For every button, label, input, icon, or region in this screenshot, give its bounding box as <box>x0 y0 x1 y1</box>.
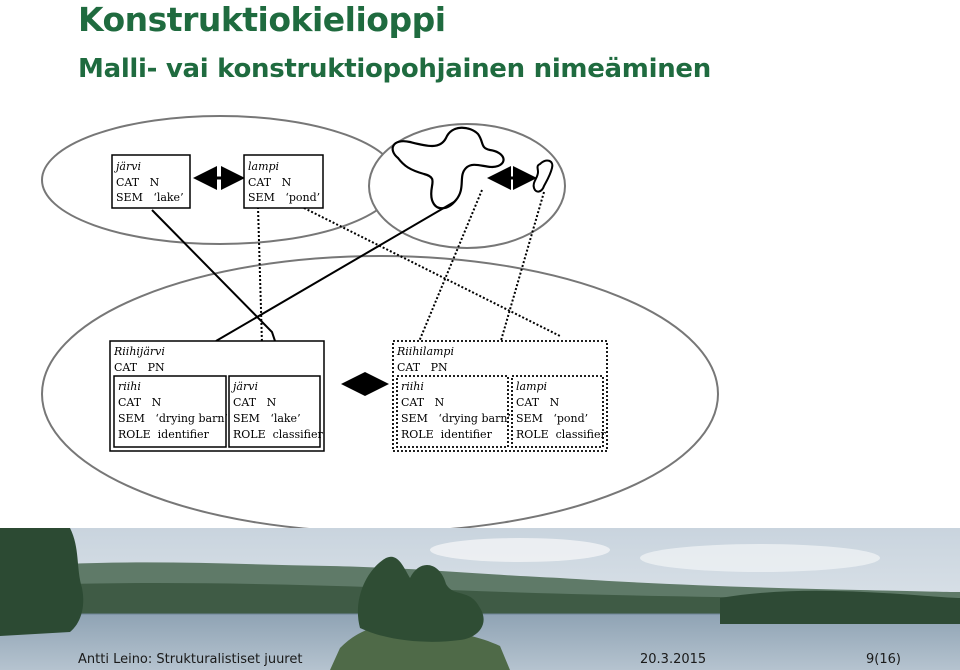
box-lampi-lexeme: lampi CAT N SEM ‘pond’ <box>244 155 323 208</box>
slide-footer: Antti Leino: Strukturalistiset juuret 20… <box>0 650 960 670</box>
box-cat: CAT PN <box>114 361 165 374</box>
box-sem: SEM ‘lake’ <box>116 191 184 204</box>
box-role: ROLE identifier <box>401 428 493 441</box>
box-cat: CAT N <box>248 176 292 189</box>
lake-landscape-photo <box>0 528 960 670</box>
box-role: ROLE classifier <box>516 428 607 441</box>
box-cat: CAT N <box>516 396 560 409</box>
box-riihijarvi: Riihijärvi CAT PN riihi CAT N SEM ‘dryin… <box>110 341 324 451</box>
box-label: riihi <box>401 380 424 393</box>
box-jarvi-lexeme: järvi CAT N SEM ‘lake’ <box>112 155 190 208</box>
box-sem: SEM ‘lake’ <box>233 412 301 425</box>
box-cat: CAT N <box>116 176 160 189</box>
box-label: lampi <box>516 380 547 393</box>
box-role: ROLE classifier <box>233 428 324 441</box>
lexicon-ellipse <box>42 116 398 244</box>
box-label: riihi <box>118 380 141 393</box>
box-label: Riihilampi <box>396 345 454 358</box>
box-sem: SEM ‘pond’ <box>516 412 588 425</box>
box-sem: SEM ‘drying barn’ <box>118 412 228 425</box>
box-cat: CAT N <box>401 396 445 409</box>
box-riihilampi: Riihilampi CAT PN riihi CAT N SEM ‘dryin… <box>393 341 607 451</box>
box-sem: SEM ‘drying barn’ <box>401 412 511 425</box>
footer-date: 20.3.2015 <box>640 652 706 667</box>
box-label: järvi <box>113 160 141 173</box>
box-label: järvi <box>230 380 258 393</box>
box-sem: SEM ‘pond’ <box>248 191 320 204</box>
box-cat: CAT N <box>233 396 277 409</box>
box-role: ROLE identifier <box>118 428 210 441</box>
footer-page-number: 9(16) <box>866 652 901 667</box>
box-label: Riihijärvi <box>113 345 165 358</box>
box-cat: CAT N <box>118 396 162 409</box>
box-cat: CAT PN <box>397 361 448 374</box>
footer-author: Antti Leino: Strukturalistiset juuret <box>78 652 302 667</box>
box-label: lampi <box>248 160 279 173</box>
